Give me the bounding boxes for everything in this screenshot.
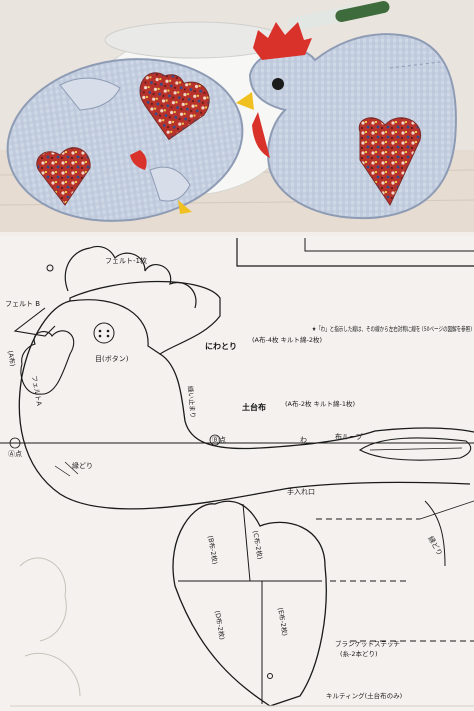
label-blanket-detail: (糸-2本どり)	[340, 649, 378, 658]
neck-outline	[69, 280, 221, 355]
label-felt-b: フェルト B	[5, 300, 40, 308]
label-chicken: にわとり	[205, 342, 237, 351]
beak-outline	[13, 307, 56, 337]
loop-outline	[358, 437, 472, 461]
label-point-a: Ⓐ点	[8, 450, 22, 458]
label-wa: わ	[300, 436, 307, 444]
wattle-outline	[20, 330, 75, 395]
body-inner	[159, 353, 474, 450]
label-base-fabric: 土台布	[242, 402, 266, 412]
product-photo	[0, 0, 474, 232]
note-text: ★「わ」と指示した線は、その線から左右対称に線を (50ページの図解を参照)	[312, 324, 472, 333]
label-point-b: Ⓑ点	[212, 436, 226, 444]
pattern-sheet: フェルト-1枚 フェルト B (A布) フェルトA 目(ボタン) にわとり (A…	[0, 236, 474, 711]
body-outline	[18, 300, 471, 510]
label-blanket-stitch: ブランケットステッチ	[335, 639, 400, 648]
label-felt-comb: フェルト-1枚	[105, 256, 147, 265]
eye-button-circle	[93, 322, 115, 344]
label-sew-stop: 縫い止まり	[186, 385, 198, 418]
label-opening: 手入れ口	[287, 487, 315, 496]
label-loop: 布ループ	[335, 432, 363, 441]
label-beak: (A布)	[6, 350, 18, 367]
label-eye-button: 目(ボタン)	[95, 354, 129, 363]
label-base-detail: (A布-2枚 キルト綿-1枚)	[285, 399, 355, 408]
outline-top-right	[236, 238, 474, 267]
label-quilting: キルティング(土台布のみ)	[326, 691, 402, 700]
heart-outline	[172, 500, 327, 707]
label-chicken-detail: (A布-4枚 キルト綿-2枚)	[252, 335, 322, 344]
comb-outline	[64, 245, 197, 309]
label-edge-trim-left: 縁どり	[72, 461, 93, 470]
